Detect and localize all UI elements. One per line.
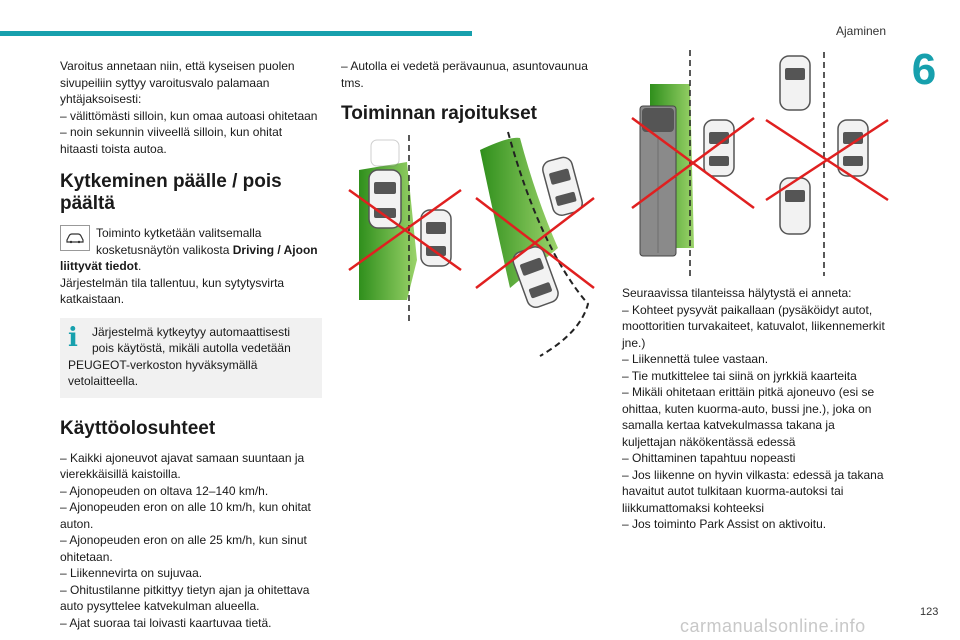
column-1: Varoitus annetaan niin, että kyseisen pu… bbox=[60, 58, 322, 631]
condition-item: – Kaikki ajoneuvot ajavat samaan suuntaa… bbox=[60, 450, 305, 482]
car-ahead bbox=[779, 55, 811, 111]
no-alert-item: – Kohteet pysyvät paikallaan (pysäköidyt… bbox=[622, 302, 885, 350]
page-number: 123 bbox=[920, 606, 939, 618]
condition-item: – Liikennevirta on sujuvaa. bbox=[60, 566, 203, 580]
no-alert-intro: Seuraavissa tilanteissa hälytystä ei ann… bbox=[622, 286, 852, 300]
condition-item: – Ajonopeuden eron on alle 10 km/h, kun … bbox=[60, 500, 311, 531]
intro-line: – välittömästi silloin, kun omaa autoasi… bbox=[60, 108, 318, 123]
own-car bbox=[368, 169, 402, 229]
heading-switch: Kytkeminen päälle / pois päältä bbox=[60, 171, 282, 214]
illustration-curved-road bbox=[475, 131, 595, 357]
intro-line: yhtäjaksoisesti: bbox=[60, 92, 142, 106]
info-icon: i bbox=[68, 322, 78, 353]
top-accent-bar bbox=[0, 31, 472, 36]
own-car bbox=[837, 119, 869, 177]
column-3: Seuraavissa tilanteissa hälytystä ei ann… bbox=[622, 285, 890, 533]
lane-marking bbox=[507, 131, 590, 357]
column-2: – Autolla ei vedetä perävaunua, asuntova… bbox=[341, 58, 603, 135]
info-text: Järjestelmä kytkeytyy automaattisesti po… bbox=[68, 324, 291, 389]
intro-line: sivupeiliin syttyy varoitusvalo palamaan bbox=[60, 75, 270, 90]
watermark: carmanualsonline.info bbox=[680, 616, 866, 636]
condition-item: – Ajat suoraa tai loivasti kaartuvaa tie… bbox=[60, 615, 272, 630]
other-car bbox=[542, 156, 583, 216]
intro-line: – noin sekunnin viiveellä silloin, kun o… bbox=[60, 125, 283, 139]
car-behind bbox=[779, 177, 811, 235]
info-box: i Järjestelmä kytkeytyy automaattisesti … bbox=[60, 317, 322, 398]
section-title: Ajaminen bbox=[836, 24, 887, 38]
switch-paragraph: Toiminto kytketään valitsemalla kosketus… bbox=[60, 225, 322, 308]
illustration-heavy-traffic bbox=[765, 52, 889, 276]
menu-path: Driving / Ajoon liittyvät tiedot bbox=[60, 242, 318, 274]
condition-item: – Ajonopeuden on oltava 12–140 km/h. bbox=[60, 483, 269, 498]
condition-item: – Ajonopeuden eron on alle 25 km/h, kun … bbox=[60, 533, 307, 564]
switch-memory-text: Järjestelmän tila tallentuu, kun sytytys… bbox=[60, 275, 285, 307]
own-car bbox=[512, 246, 559, 308]
intro-line: hitaasti toista autoa. bbox=[60, 141, 167, 156]
ghost-car bbox=[370, 139, 400, 167]
not-detected-cross bbox=[475, 197, 595, 289]
no-alert-item: – Jos liikenne on hyvin vilkasta: edessä… bbox=[622, 467, 884, 515]
illustration-straight-road bbox=[348, 135, 462, 325]
own-car bbox=[703, 119, 735, 177]
illustration-long-vehicle bbox=[631, 50, 755, 276]
trailer-condition: – Autolla ei vedetä perävaunua, asuntova… bbox=[341, 59, 588, 90]
no-alert-item: – Mikäli ohitetaan erittäin pitkä ajoneu… bbox=[622, 385, 875, 449]
heading-limitations: Toiminnan rajoitukset bbox=[341, 103, 538, 124]
switch-text: Toiminto kytketään valitsemalla kosketus… bbox=[96, 226, 262, 257]
no-alert-item: – Ohittaminen tapahtuu nopeasti bbox=[622, 451, 796, 465]
switch-text-end: . bbox=[138, 259, 142, 273]
heading-conditions: Käyttöolosuhteet bbox=[60, 417, 216, 439]
condition-item: – Ohitustilanne pitkittyy tietyn ajan ja… bbox=[60, 582, 310, 614]
no-alert-item: – Tie mutkittelee tai siinä on jyrkkiä k… bbox=[622, 368, 857, 383]
car-icon bbox=[60, 225, 90, 251]
no-alert-item: – Liikennettä tulee vastaan. bbox=[622, 352, 769, 366]
not-detected-cross bbox=[765, 118, 889, 202]
intro-line: Varoitus annetaan niin, että kyseisen pu… bbox=[60, 59, 295, 73]
not-detected-cross bbox=[348, 188, 462, 272]
chapter-number: 6 bbox=[888, 46, 960, 94]
not-detected-cross bbox=[631, 116, 755, 210]
other-car bbox=[420, 209, 452, 267]
no-alert-item: – Jos toiminto Park Assist on aktivoitu. bbox=[622, 517, 827, 531]
